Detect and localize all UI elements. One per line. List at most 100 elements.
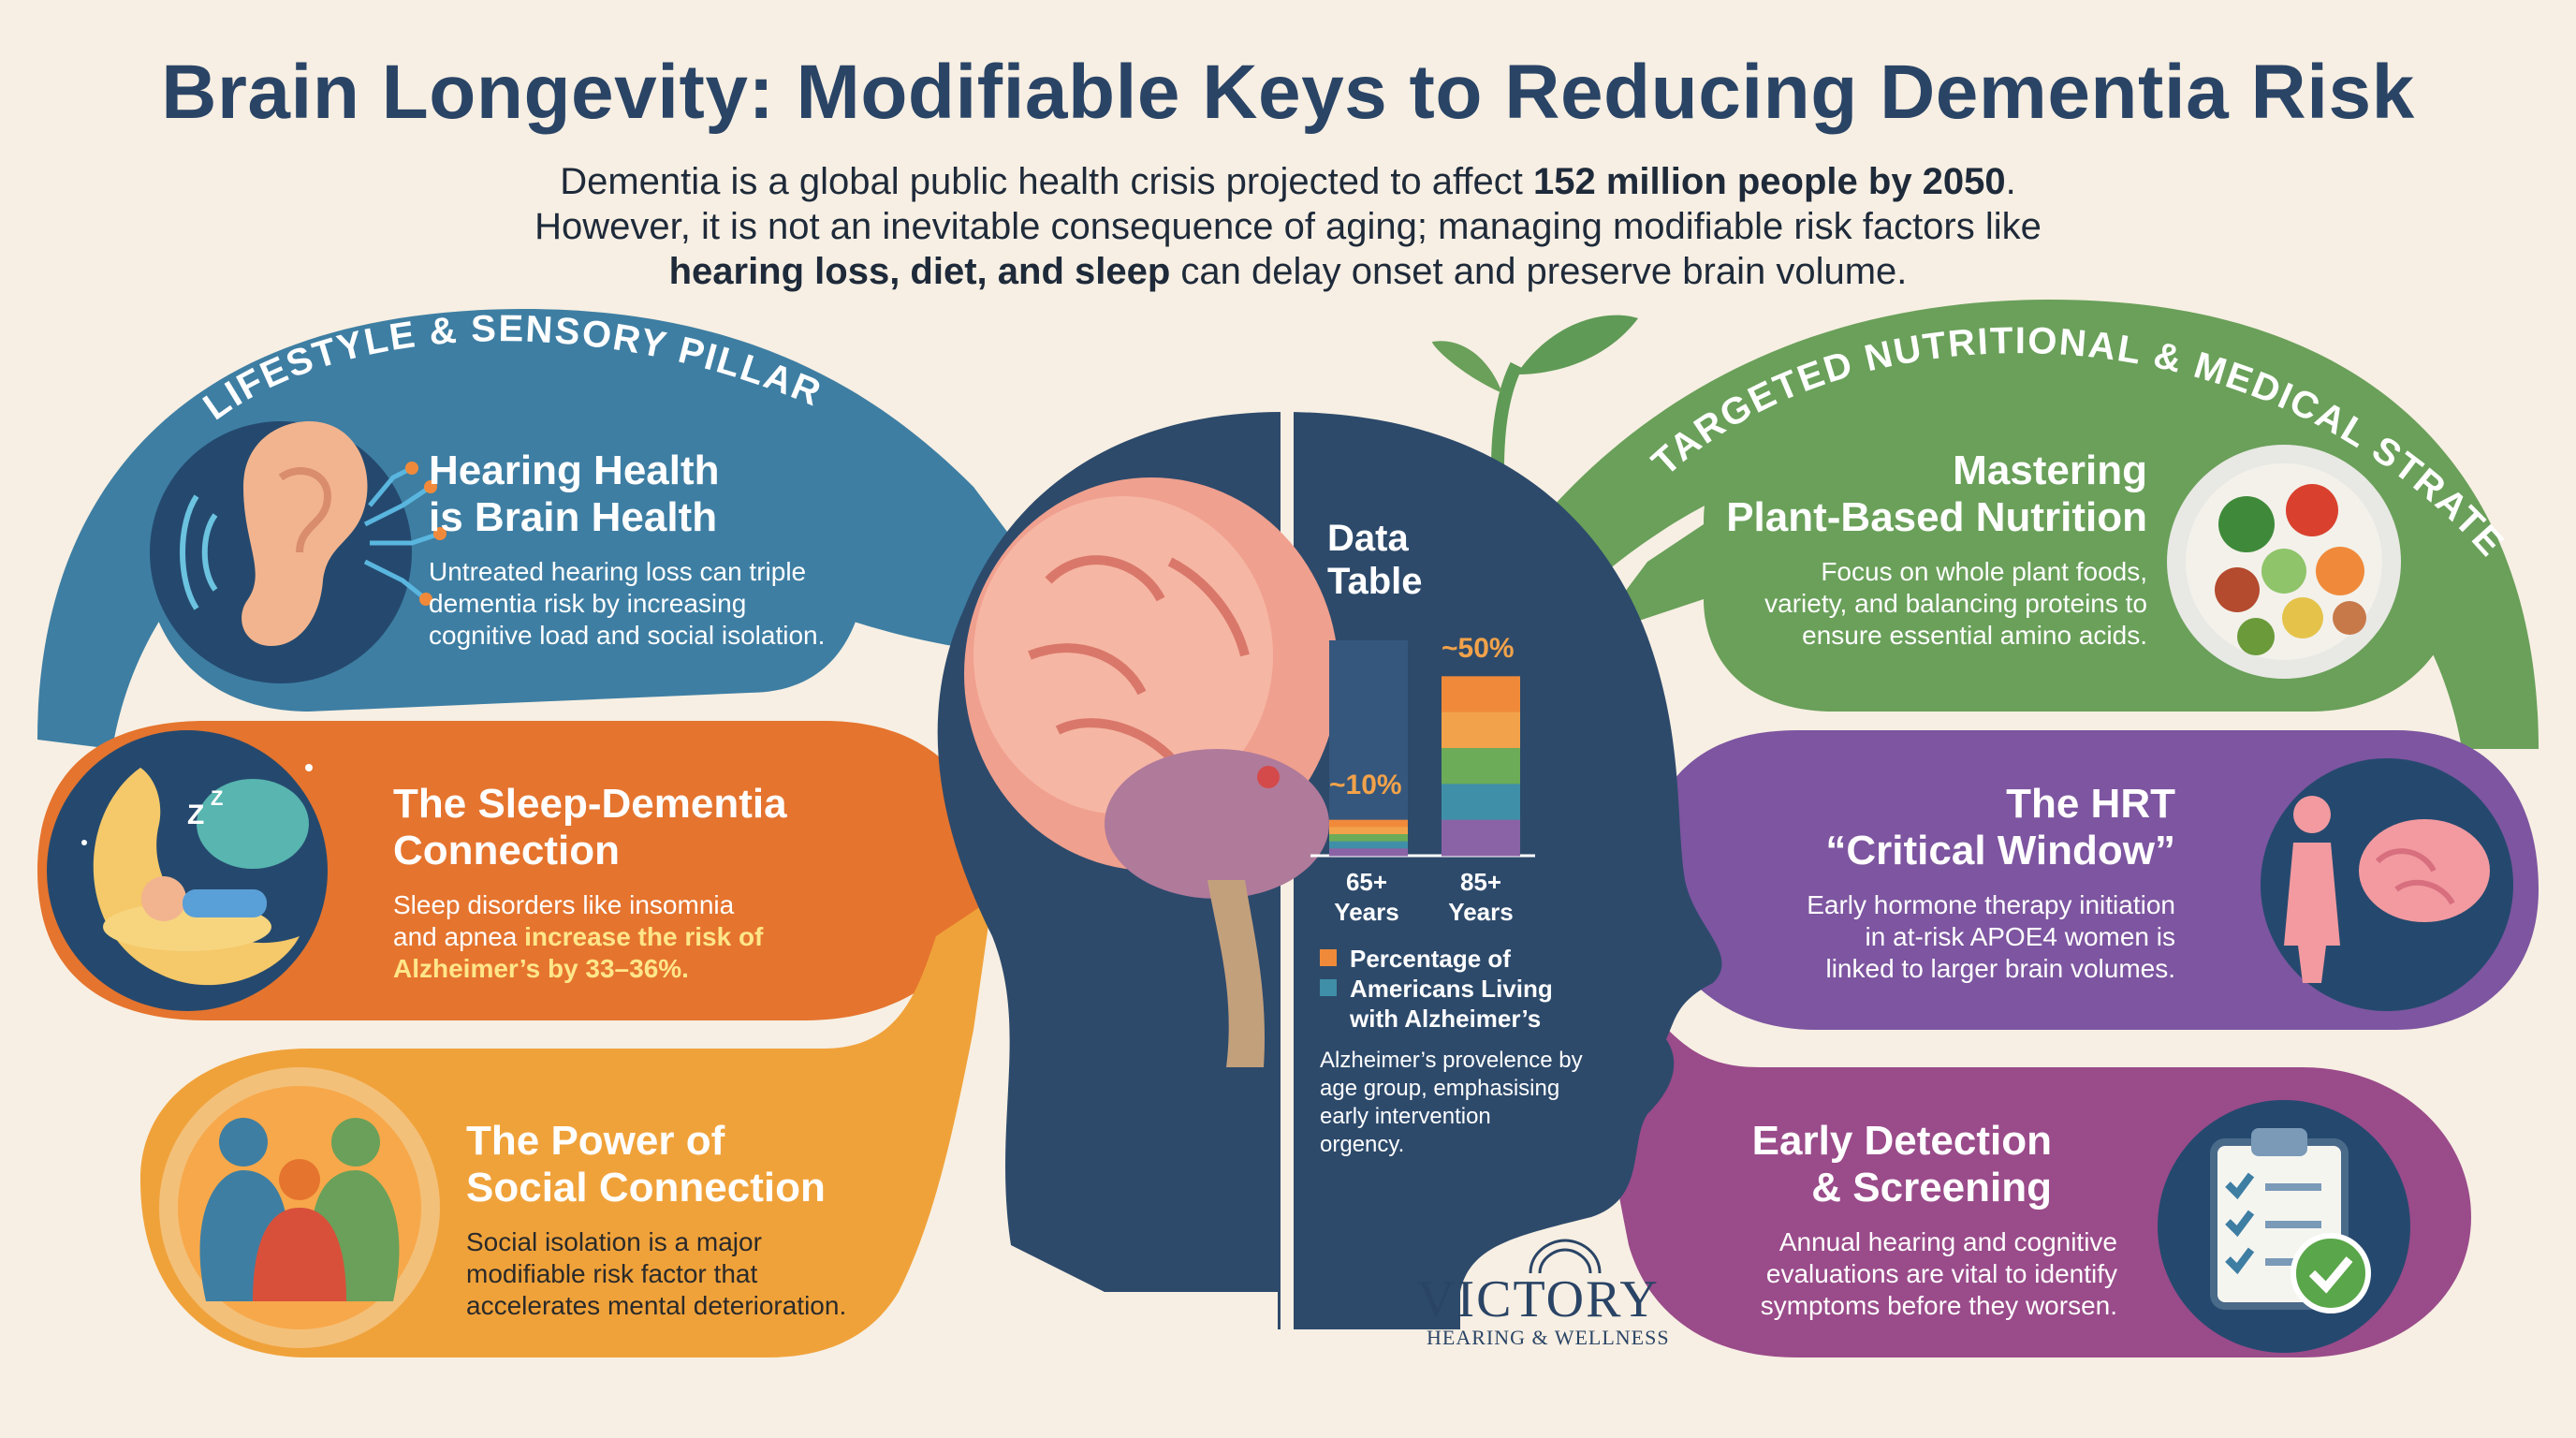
intro-line-2: However, it is not an inevitable consequ…	[534, 206, 2042, 247]
intro-line-1-text: Dementia is a global public health crisi…	[560, 161, 1534, 202]
data-table-title-line1: Data	[1327, 518, 1409, 559]
bar-65-years-segment-3	[1329, 841, 1408, 849]
chart-caption-line1: Alzheimer’s provelence by	[1320, 1048, 1583, 1073]
sleeping-moon-icon: Z Z	[47, 730, 328, 1011]
bar-65-years-segment-4	[1329, 848, 1408, 857]
axis-label-85: 85+ Years	[1434, 867, 1528, 927]
card-social-title: The Power of Social Connection	[466, 1118, 826, 1211]
card-hrt-text-line2: in at-risk APOE4 women is	[1865, 922, 2175, 951]
card-sleep-title: The Sleep-Dementia Connection	[393, 781, 787, 874]
card-sleep-text-line3: Alzheimer’s by 33–36%.	[393, 954, 689, 983]
clipboard-check-icon	[2158, 1100, 2410, 1353]
card-hrt-title-line2: “Critical Window”	[1825, 828, 2175, 873]
axis-label-85-line2: Years	[1448, 898, 1514, 926]
card-social-text: Social isolation is a major modifiable r…	[466, 1226, 846, 1322]
axis-label-65-line2: Years	[1334, 898, 1399, 926]
bar-value-label-85: ~50%	[1442, 633, 1515, 664]
intro-line-1-end: .	[2005, 161, 2016, 202]
card-sleep-text-line2-plain: and apnea	[393, 922, 525, 951]
logo-arcs-icon	[1529, 1239, 1602, 1274]
card-screening-title-line2: & Screening	[1811, 1165, 2052, 1211]
data-table-title: Data Table	[1327, 517, 1423, 603]
card-nutrition-text-line1: Focus on whole plant foods,	[1821, 557, 2147, 586]
card-hrt-text-line3: linked to larger brain volumes.	[1825, 954, 2175, 983]
card-hearing-text: Untreated hearing loss can triple dement…	[429, 556, 825, 652]
card-social-text-line2: modifiable risk factor that	[466, 1259, 758, 1288]
svg-text:Z: Z	[187, 800, 204, 830]
alzheimers-prevalence-chart	[1310, 640, 1535, 858]
card-hrt-text-line1: Early hormone therapy initiation	[1807, 890, 2175, 919]
bar-65-years-segment-0	[1329, 819, 1408, 828]
intro-line-3: hearing loss, diet, and sleep can delay …	[0, 247, 2576, 296]
chart-legend-line3: with Alzheimer’s	[1350, 1005, 1542, 1033]
card-hearing-title-line1: Hearing Health	[429, 448, 720, 493]
bar-85-years-segment-4	[1442, 819, 1520, 857]
card-screening-title-line1: Early Detection	[1751, 1118, 2052, 1164]
bar-65-years-segment-2	[1329, 834, 1408, 843]
chart-caption-line4: orgency.	[1320, 1132, 1405, 1157]
card-nutrition-title: Mastering Plant-Based Nutrition	[1638, 448, 2147, 541]
card-social-text-line1: Social isolation is a major	[466, 1227, 762, 1256]
woman-brain-icon	[2261, 758, 2513, 1011]
chart-legend-line1: Percentage of	[1350, 945, 1511, 973]
bar-value-label-65: ~10%	[1329, 770, 1402, 800]
data-table-title-line2: Table	[1327, 561, 1423, 602]
intro-highlight-152-million: 152 million people by 2050	[1533, 161, 2006, 202]
card-hrt-title: The HRT “Critical Window”	[1685, 781, 2175, 874]
bar-85-years-segment-3	[1442, 784, 1520, 821]
bar-85-years-segment-2	[1442, 748, 1520, 785]
card-hearing-text-line3: cognitive load and social isolation.	[429, 621, 826, 650]
axis-label-65: 65+ Years	[1320, 867, 1413, 927]
card-nutrition-text: Focus on whole plant foods, variety, and…	[1638, 556, 2147, 652]
card-screening-text-line3: symptoms before they worsen.	[1760, 1291, 2117, 1320]
page-title: Brain Longevity: Modifiable Keys to Redu…	[161, 50, 2415, 135]
card-screening-title: Early Detection & Screening	[1610, 1118, 2052, 1211]
svg-text:Z: Z	[211, 786, 223, 810]
logo-tagline: HEARING & WELLNESS	[1427, 1326, 1670, 1349]
card-sleep-title-line2: Connection	[393, 828, 620, 873]
chart-caption: Alzheimer’s provelence by age group, emp…	[1320, 1047, 1583, 1159]
card-hrt-text: Early hormone therapy initiation in at-r…	[1685, 889, 2175, 985]
card-sleep-text-line2-bold: increase the risk of	[524, 922, 764, 951]
card-hearing-text-line1: Untreated hearing loss can triple	[429, 557, 807, 586]
card-screening-text-line1: Annual hearing and cognitive	[1778, 1227, 2117, 1256]
card-nutrition-text-line3: ensure essential amino acids.	[1802, 621, 2147, 650]
chart-legend-line2: Americans Living	[1350, 975, 1553, 1003]
bar-85-years-segment-0	[1442, 676, 1520, 713]
legend-swatch-orange	[1320, 949, 1337, 966]
intro-line-3-text: can delay onset and preserve brain volum…	[1170, 251, 1908, 292]
card-nutrition-title-line2: Plant-Based Nutrition	[1726, 494, 2147, 540]
card-hearing-title: Hearing Health is Brain Health	[429, 448, 720, 541]
card-hearing-text-line2: dementia risk by increasing	[429, 589, 747, 618]
vegetable-bowl-icon	[2167, 445, 2401, 679]
card-nutrition-text-line2: variety, and balancing proteins to	[1764, 589, 2147, 618]
sprout-icon	[1432, 315, 1638, 469]
chart-caption-line3: early intervention	[1320, 1104, 1491, 1129]
card-hearing-title-line2: is Brain Health	[429, 494, 718, 540]
card-sleep-text: Sleep disorders like insomnia and apnea …	[393, 889, 763, 985]
card-nutrition-title-line1: Mastering	[1953, 448, 2147, 493]
card-social-title-line1: The Power of	[466, 1118, 725, 1164]
card-sleep-title-line1: The Sleep-Dementia	[393, 781, 787, 827]
people-embrace-icon	[159, 1067, 440, 1348]
ear-icon	[150, 421, 446, 683]
card-sleep-text-line1: Sleep disorders like insomnia	[393, 890, 735, 919]
legend-swatch-teal	[1320, 979, 1337, 996]
logo-wordmark: VICTORY	[1417, 1270, 1660, 1328]
card-screening-text: Annual hearing and cognitive evaluations…	[1610, 1226, 2117, 1322]
bar-85-years-segment-1	[1442, 712, 1520, 749]
chart-caption-line2: age group, emphasising	[1320, 1076, 1560, 1101]
card-screening-text-line2: evaluations are vital to identify	[1765, 1259, 2117, 1288]
axis-label-85-line1: 85+	[1459, 868, 1502, 896]
intro-highlight-factors: hearing loss, diet, and sleep	[668, 251, 1171, 292]
card-social-text-line3: accelerates mental deterioration.	[466, 1291, 847, 1320]
brain-icon	[964, 477, 1339, 1067]
card-social-title-line2: Social Connection	[466, 1165, 826, 1211]
card-hrt-title-line1: The HRT	[2006, 781, 2175, 827]
intro-line-1: Dementia is a global public health crisi…	[0, 157, 2576, 206]
bar-65-years-segment-1	[1329, 827, 1408, 835]
chart-legend: Percentage of Americans Living with Alzh…	[1350, 944, 1553, 1034]
axis-label-65-line1: 65+	[1345, 868, 1388, 896]
